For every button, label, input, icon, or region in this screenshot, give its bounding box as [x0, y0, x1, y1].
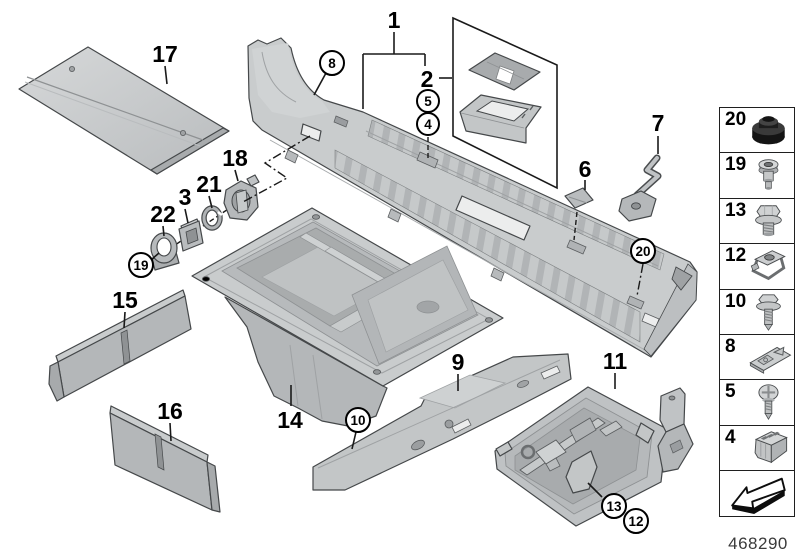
part-7-latch-bracket	[618, 154, 662, 222]
callout-12[interactable]: 12	[623, 508, 649, 534]
legend-number-8: 8	[725, 336, 736, 358]
legend-item-4[interactable]: 4	[719, 424, 795, 472]
callout-20[interactable]: 20	[630, 238, 656, 264]
svg-text:13: 13	[606, 499, 622, 514]
inset-box-part-2	[452, 16, 558, 190]
legend-number-5: 5	[725, 381, 736, 403]
callout-5[interactable]: 5	[416, 89, 440, 113]
self-tapping-screw-icon	[756, 293, 781, 331]
leader-6-to-panel	[573, 211, 578, 241]
callout-8[interactable]: 8	[319, 50, 345, 76]
fastener-legend: 20 19 13	[719, 107, 795, 518]
callout-19[interactable]: 19	[128, 252, 154, 278]
leader-18	[234, 169, 239, 182]
part-9-support-rail	[312, 353, 572, 491]
legend-item-13[interactable]: 13	[719, 197, 795, 245]
legend-item-10[interactable]: 10	[719, 288, 795, 336]
callout-2[interactable]: 2	[421, 66, 434, 92]
callout-11[interactable]: 11	[603, 348, 628, 374]
prev-page-arrow-icon	[731, 477, 786, 515]
leader-15	[123, 311, 126, 329]
callout-10[interactable]: 10	[345, 407, 371, 433]
legend-item-19[interactable]: 19	[719, 152, 795, 200]
part-22-tie-down-ring	[150, 232, 180, 271]
callout-14[interactable]: 14	[277, 407, 303, 433]
leader-3	[184, 208, 189, 224]
corner-bracket	[657, 387, 694, 473]
leader-10	[351, 431, 357, 450]
part-2-trim-mat	[468, 52, 541, 91]
rubber-plug-icon	[752, 116, 785, 145]
callout-6[interactable]: 6	[579, 156, 592, 182]
legend-number-12: 12	[725, 245, 747, 267]
callout-3[interactable]: 3	[179, 184, 192, 210]
leader-8	[313, 72, 327, 96]
legend-number-13: 13	[725, 199, 747, 221]
part-3-bracket	[178, 218, 204, 252]
legend-item-5[interactable]: 5	[719, 379, 795, 427]
part-2-trim-bezel	[459, 94, 542, 144]
leader-21	[208, 195, 213, 209]
part-21-seal-ring	[201, 205, 223, 231]
legend-nav[interactable]	[719, 470, 795, 518]
drawing-number: 468290	[728, 534, 788, 553]
cover-plate-icon	[749, 346, 792, 374]
callout-15[interactable]: 15	[112, 287, 138, 313]
callout-16[interactable]: 16	[157, 398, 183, 424]
svg-text:19: 19	[133, 258, 148, 273]
callout-1[interactable]: 1	[388, 7, 401, 33]
phillips-screw-icon	[758, 384, 779, 421]
shoulder-screw-icon	[758, 159, 779, 191]
leader-19	[151, 252, 160, 260]
part-1-rear-trim-panel	[247, 37, 698, 358]
cage-nut-icon	[750, 250, 786, 281]
panel-hole	[300, 123, 322, 142]
part-17-cover-panel	[18, 46, 230, 175]
svg-text:12: 12	[628, 514, 643, 529]
leader-13	[587, 482, 603, 498]
svg-text:20: 20	[635, 244, 650, 259]
leader-22	[162, 225, 165, 237]
svg-text:5: 5	[424, 94, 432, 109]
callout-4[interactable]: 4	[416, 112, 440, 136]
callout-group-1-2	[362, 32, 452, 109]
leader-20	[636, 263, 644, 297]
part-15-divider-panel	[48, 289, 192, 402]
leader-17	[164, 65, 168, 85]
expanding-nut-icon	[754, 431, 788, 464]
callout-18[interactable]: 18	[222, 145, 248, 171]
leader-18-to-panel	[242, 135, 311, 203]
legend-number-4: 4	[725, 426, 736, 448]
svg-text:8: 8	[328, 56, 336, 71]
callout-9[interactable]: 9	[452, 349, 465, 375]
legend-number-10: 10	[725, 290, 747, 312]
callout-22[interactable]: 22	[150, 201, 176, 227]
leader-16	[169, 422, 172, 442]
svg-text:4: 4	[424, 117, 432, 132]
part-16-divider-panel	[109, 405, 221, 513]
callout-17[interactable]: 17	[152, 41, 178, 67]
legend-number-19: 19	[725, 154, 747, 176]
legend-number-20: 20	[725, 109, 747, 130]
part-6-pad	[564, 187, 594, 209]
part-14-storage-tub	[191, 207, 504, 427]
legend-item-20[interactable]: 20	[719, 107, 795, 154]
part-11-tool-tray	[494, 386, 668, 527]
callout-13[interactable]: 13	[601, 493, 627, 519]
legend-item-12[interactable]: 12	[719, 243, 795, 291]
legend-item-8[interactable]: 8	[719, 334, 795, 382]
callout-21[interactable]: 21	[196, 171, 222, 197]
svg-text:10: 10	[350, 413, 365, 428]
hex-bolt-washer-icon	[755, 205, 782, 236]
callout-7[interactable]: 7	[652, 110, 665, 136]
part-18-tie-down-cover	[223, 174, 260, 221]
